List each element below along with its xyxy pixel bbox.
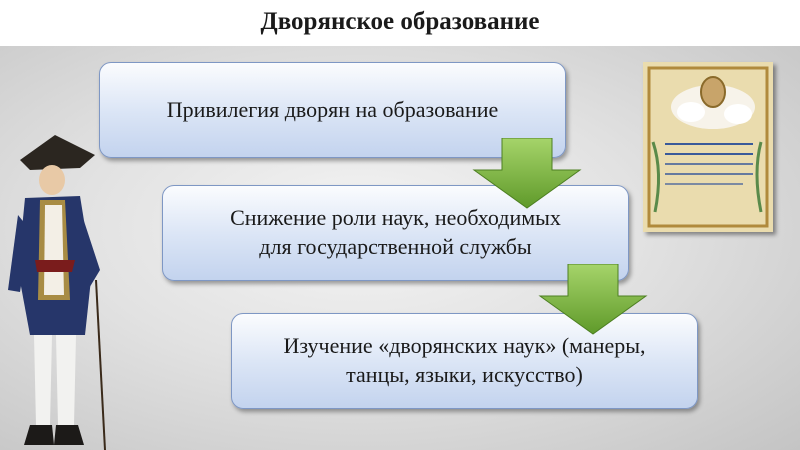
down-arrow-icon	[538, 264, 648, 335]
title-bar: Дворянское образование	[0, 0, 800, 46]
flow-box-privilege: Привилегия дворян на образование	[99, 62, 566, 158]
flow-box-decline-line1: Снижение роли наук, необходимых	[230, 205, 561, 231]
down-arrow-icon	[472, 138, 582, 209]
flow-box-decline-line2: для государственной службы	[259, 234, 532, 259]
flow-box-noble-sciences-line1: Изучение «дворянских наук» (манеры,	[283, 333, 646, 359]
flow-box-noble-sciences-line2: танцы, языки, искусство)	[346, 362, 583, 387]
officer-illustration	[8, 120, 106, 450]
bicorne-hat-shape	[20, 135, 95, 170]
flow-box-noble-sciences: Изучение «дворянских наук» (манеры, танц…	[231, 313, 698, 409]
flow-box-decline: Снижение роли наук, необходимых для госу…	[162, 185, 629, 281]
decree-document-image	[643, 62, 773, 232]
flow-box-privilege-text: Привилегия дворян на образование	[166, 96, 499, 122]
slide-title: Дворянское образование	[260, 8, 540, 35]
